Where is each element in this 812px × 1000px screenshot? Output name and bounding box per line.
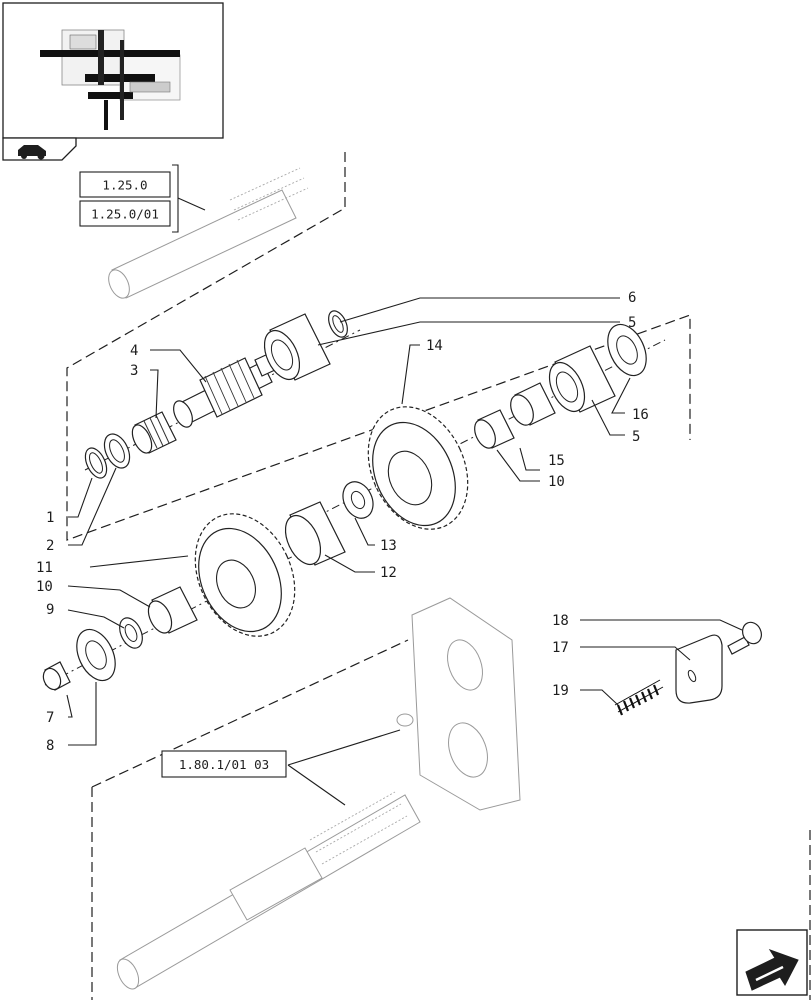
next-page-arrow-button[interactable] xyxy=(736,929,808,996)
reference-leader xyxy=(287,729,401,806)
part-1-snap-ring[interactable] xyxy=(81,445,111,482)
part-11-gear[interactable] xyxy=(176,498,313,653)
ghost-housing-plate xyxy=(396,597,521,811)
callout-6[interactable]: 6 xyxy=(628,290,636,306)
ghost-input-shaft xyxy=(108,167,309,299)
part-14-large-gear[interactable] xyxy=(349,391,486,546)
callout-10-upper[interactable]: 10 xyxy=(548,474,565,490)
part-6-circlip[interactable] xyxy=(325,308,351,340)
locator-thumbnail xyxy=(2,2,224,161)
part-8-bearing[interactable] xyxy=(69,623,123,686)
callout-14[interactable]: 14 xyxy=(426,338,443,354)
callout-1[interactable]: 1 xyxy=(46,510,54,526)
callout-2[interactable]: 2 xyxy=(46,538,54,554)
callout-4[interactable]: 4 xyxy=(130,343,138,359)
part-2-washer[interactable] xyxy=(99,430,134,472)
callout-9[interactable]: 9 xyxy=(46,602,54,618)
part-16-bearing[interactable] xyxy=(600,318,654,381)
reference-leader xyxy=(177,197,206,211)
ghost-output-shaft xyxy=(116,791,421,990)
part-13-small-gear[interactable] xyxy=(337,477,378,523)
callout-15[interactable]: 15 xyxy=(548,453,565,469)
callout-7[interactable]: 7 xyxy=(46,710,54,726)
part-17-plate[interactable] xyxy=(675,634,723,704)
reference-bracket xyxy=(172,164,179,233)
part-19-spring[interactable] xyxy=(614,679,664,716)
callout-19[interactable]: 19 xyxy=(552,683,569,699)
callout-8[interactable]: 8 xyxy=(46,738,54,754)
reference-label: 1.80.1/01 03 xyxy=(179,757,269,772)
thumbnail-assembly-drawing xyxy=(40,29,181,130)
callout-10-lower[interactable]: 10 xyxy=(36,579,53,595)
part-5-bearing-upper[interactable] xyxy=(257,313,331,385)
callout-12[interactable]: 12 xyxy=(380,565,397,581)
part-15-split-bushing[interactable] xyxy=(506,382,556,429)
callout-5-upper[interactable]: 5 xyxy=(628,315,636,331)
reference-box-1-25-0[interactable]: 1.25.0 xyxy=(79,171,171,198)
callout-leaders xyxy=(66,297,743,746)
arrow-icon xyxy=(745,949,799,991)
callout-3[interactable]: 3 xyxy=(130,363,138,379)
callout-5-lower[interactable]: 5 xyxy=(632,429,640,445)
callout-labels: 1 2 3 4 5 5 6 7 8 9 10 10 11 12 13 14 15… xyxy=(36,290,649,754)
reference-box-1-80-1-01-03[interactable]: 1.80.1/01 03 xyxy=(161,750,287,778)
upper-group-boundary xyxy=(66,152,691,541)
lower-group-boundary xyxy=(91,639,811,1000)
tractor-icon xyxy=(18,145,46,160)
part-18-bolt[interactable] xyxy=(727,619,765,655)
part-5-bearing-lower[interactable] xyxy=(542,345,616,417)
callout-11[interactable]: 11 xyxy=(36,560,53,576)
reference-label: 1.25.0 xyxy=(102,178,147,193)
callout-13[interactable]: 13 xyxy=(380,538,397,554)
part-10-sleeve-upper[interactable] xyxy=(471,409,515,451)
callout-18[interactable]: 18 xyxy=(552,613,569,629)
part-3-needle-bearing[interactable] xyxy=(128,411,177,456)
callout-17[interactable]: 17 xyxy=(552,640,569,656)
callout-16[interactable]: 16 xyxy=(632,407,649,423)
reference-box-1-25-0-01[interactable]: 1.25.0/01 xyxy=(79,200,171,227)
part-7-nut[interactable] xyxy=(40,661,71,692)
part-10-sleeve-lower[interactable] xyxy=(144,586,198,637)
part-12-hub[interactable] xyxy=(278,501,346,570)
part-4-gear-shaft[interactable] xyxy=(170,353,276,430)
reference-label: 1.25.0/01 xyxy=(91,207,159,222)
part-9-washer[interactable] xyxy=(115,614,147,651)
